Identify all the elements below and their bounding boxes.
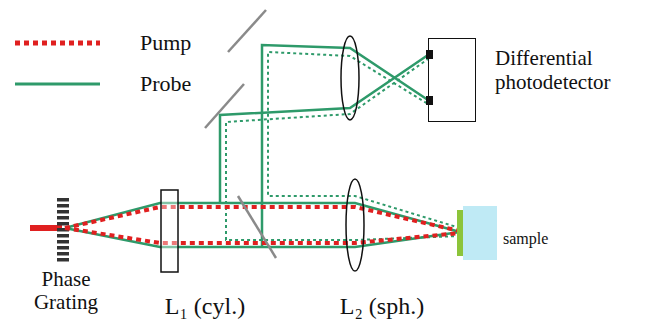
sample-substrate (463, 206, 497, 260)
cylindrical-lens (161, 190, 178, 272)
probe-legend-line (15, 83, 100, 86)
detector-box: Differential photodetector (428, 38, 476, 122)
mirrors (205, 10, 276, 258)
sample-label: sample (503, 230, 548, 248)
legend-label: Pump (140, 31, 191, 55)
pump-legend-line (15, 41, 100, 46)
probe-beams (65, 45, 460, 247)
lens-label: L₂ (sph.) (340, 293, 424, 319)
lens-label: L₁ (cyl.) (165, 293, 245, 319)
grating-label: Phase Grating (21, 268, 111, 314)
spherical-lens (346, 179, 364, 271)
collection-lens (341, 36, 359, 120)
sample-film (457, 210, 463, 256)
reflected-probe (226, 52, 460, 240)
legend-label: Probe (140, 72, 191, 96)
detector-label: Differential photodetector (495, 46, 635, 94)
